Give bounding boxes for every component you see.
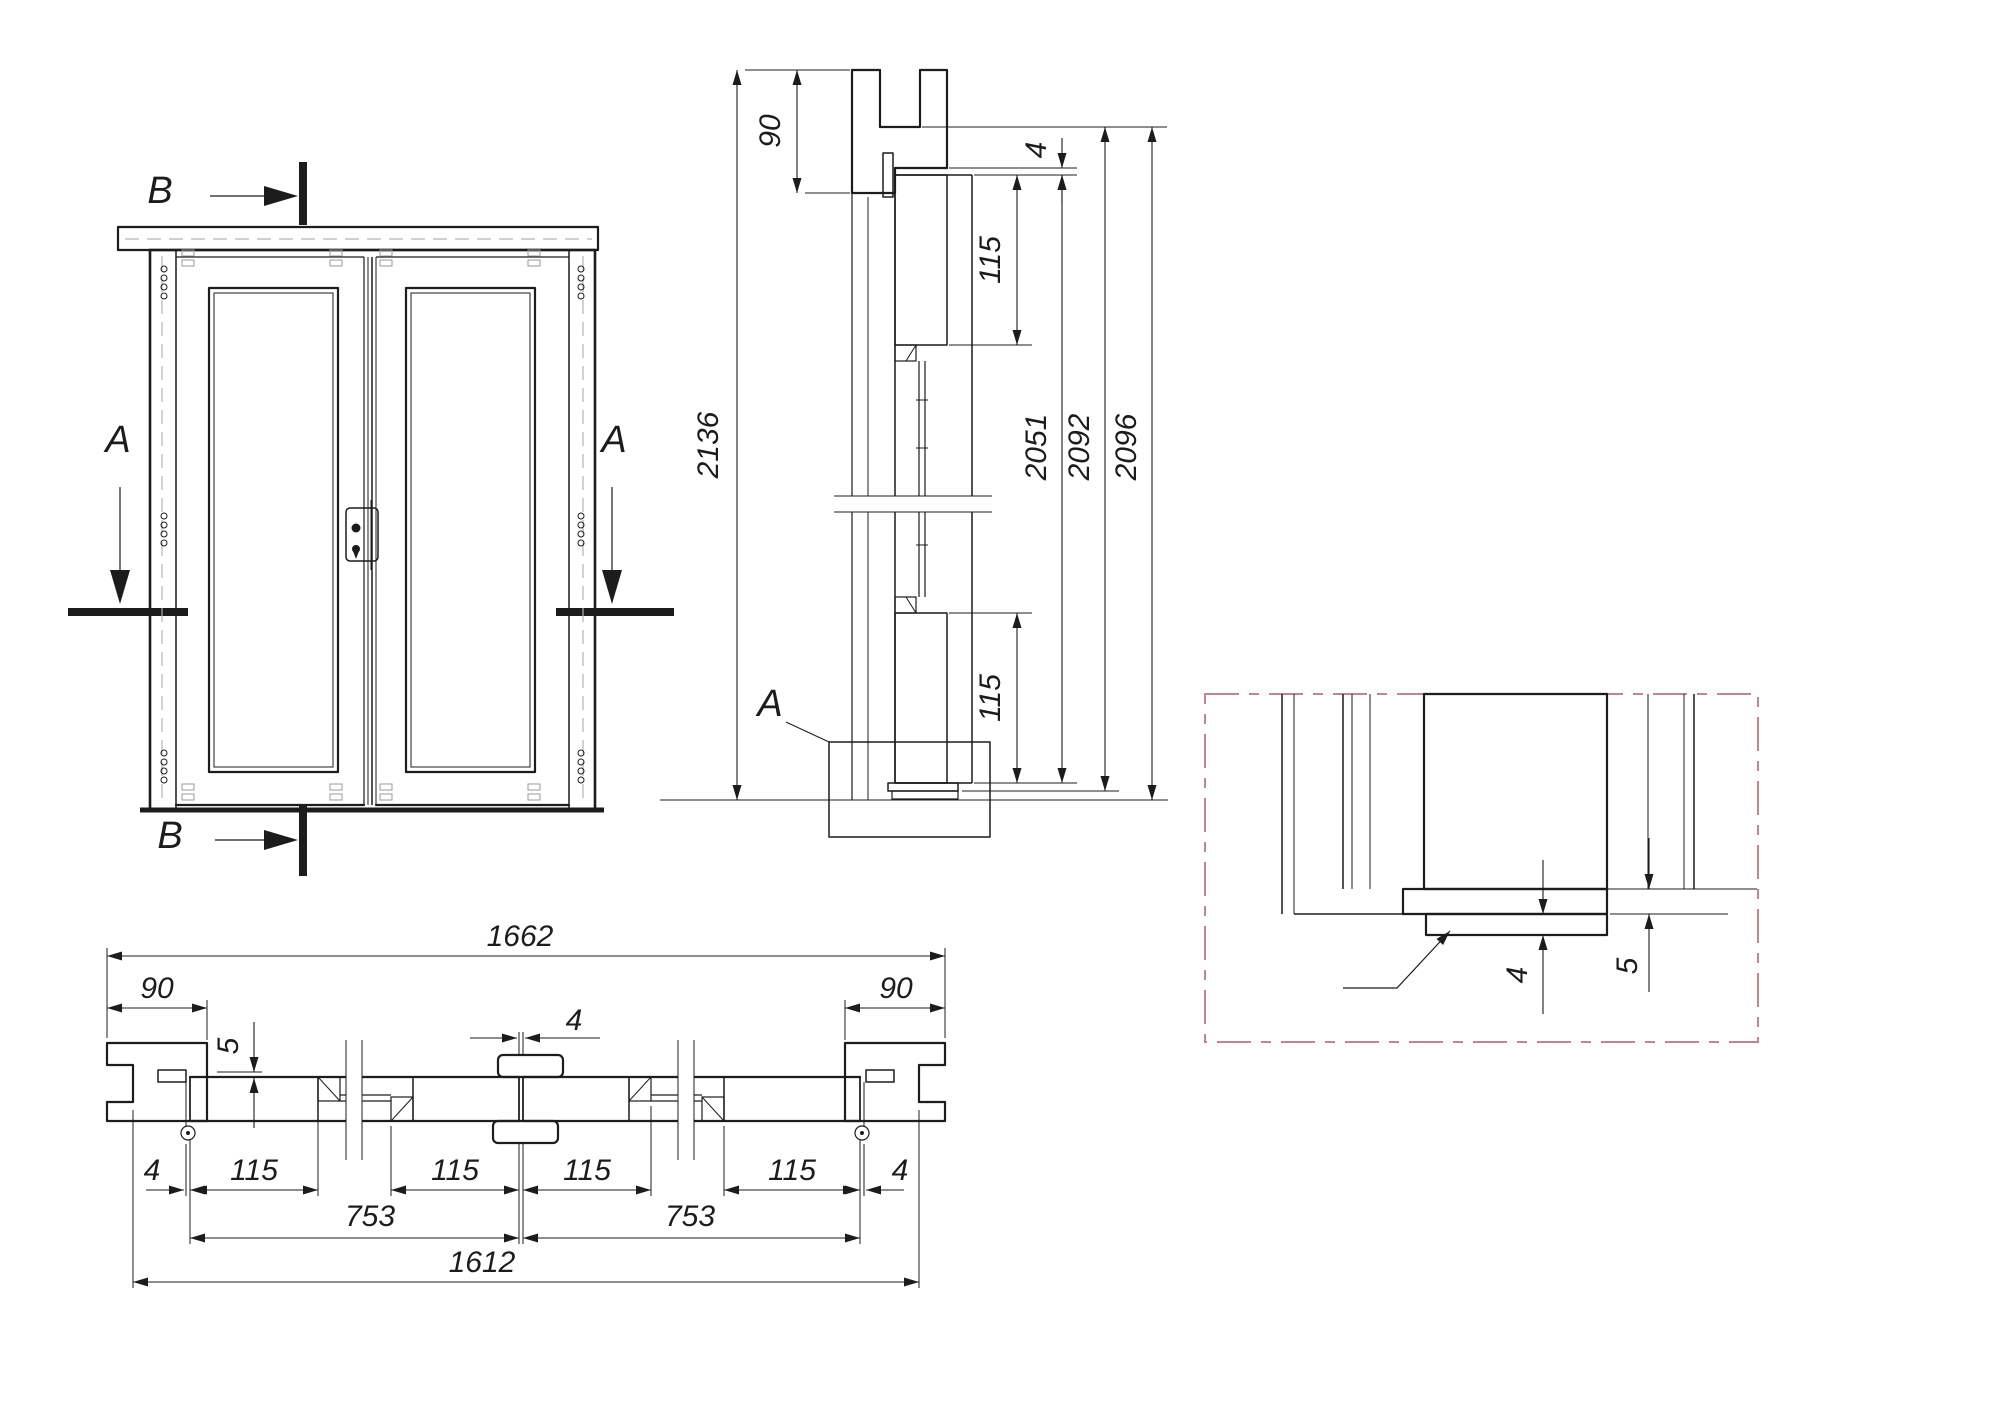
glazing-bead: [894, 344, 917, 362]
section-arrow-icon: [264, 186, 298, 206]
dim-right-hinge-stile: 115: [768, 1154, 816, 1187]
section-cut-bar: [299, 162, 307, 225]
handle-spindle-icon: [351, 523, 361, 533]
section-marker-a-left: A: [68, 419, 188, 616]
section-label-a-right: A: [599, 419, 626, 461]
dim-top-rail: 115: [974, 236, 1007, 284]
head-jamb-section: [850, 68, 949, 195]
dim-right-leaf: 753: [665, 1200, 715, 1233]
section-arrow-icon: [264, 830, 298, 850]
right-lock-stile: [522, 1076, 630, 1122]
dim-leaf-height: 2051: [1020, 414, 1053, 482]
glazing-bead: [894, 596, 917, 614]
hinge-icon: [160, 749, 168, 784]
right-door-leaf: [374, 256, 571, 807]
dim-top-gap: 4: [1020, 142, 1053, 159]
detail-view-a: 4 5: [1204, 692, 1759, 1043]
hinge-icon: [160, 512, 168, 547]
section-arrow-icon: [110, 570, 130, 604]
dim-meeting-gap: 4: [566, 1004, 583, 1037]
dim-head-depth: 90: [754, 114, 787, 148]
dim-right-gap: 4: [892, 1154, 909, 1187]
break-symbol: [834, 496, 992, 512]
dim-bottom-rail: 115: [974, 674, 1007, 722]
dim-seal-thickness: 4: [1501, 967, 1534, 984]
leaf-stile-detail: [1422, 692, 1609, 891]
section-arrow-icon: [602, 570, 622, 604]
right-jamb-section: [843, 1041, 947, 1123]
plan-dimensions: 1662 90 90 5 4: [106, 920, 946, 1288]
dim-rebate-lip: 5: [1611, 957, 1644, 974]
dim-total-height: 2136: [692, 411, 725, 479]
meeting-stiles: [363, 257, 377, 805]
detail-callout-box: [828, 741, 991, 838]
dim-rebate-height: 2092: [1063, 413, 1096, 481]
dim-left-leaf: 753: [345, 1200, 395, 1233]
detail-callout-label: A: [755, 683, 782, 725]
hinge-pin-right: [854, 1082, 870, 1141]
section-cut-bar: [299, 806, 307, 876]
section-view-aa: 1662 90 90 5 4: [105, 920, 947, 1288]
bottom-rail-section: [894, 612, 948, 784]
hinge-icon: [577, 265, 585, 300]
dim-left-jamb: 90: [140, 972, 174, 1005]
bottom-seal-detail: [1424, 912, 1609, 937]
left-door-leaf: [174, 256, 366, 807]
head-stop-strip: [882, 152, 894, 198]
dim-right-lock-stile: 115: [563, 1154, 611, 1187]
section-marker-b-bottom: B: [157, 806, 307, 876]
section-cut-bar: [556, 608, 674, 616]
right-hinge-stile: [723, 1076, 861, 1122]
dim-left-lock-stile: 115: [431, 1154, 479, 1187]
front-elevation-view: B B A A: [68, 162, 674, 876]
top-rail-section: [894, 174, 948, 346]
glazing-bead: [317, 1076, 341, 1102]
section-label-a-left: A: [103, 419, 130, 461]
right-leaf-plan: [521, 1075, 862, 1123]
seal-leader-arrow: [1343, 930, 1451, 989]
right-leaf-glazing-panel: [404, 286, 537, 774]
break-symbol: [346, 1040, 362, 1160]
glazing-bead: [628, 1076, 652, 1102]
dim-stop-overlap: 5: [212, 1037, 245, 1054]
dim-frame-height: 2096: [1110, 413, 1143, 481]
section-marker-b-top: B: [147, 162, 307, 225]
detail-boundary-border: [1204, 693, 1759, 1043]
dim-clear-opening: 1612: [449, 1246, 516, 1279]
bottom-rebate-lip: [887, 782, 959, 792]
rebate-lip-detail: [1401, 887, 1609, 916]
astragal-back: [491, 1119, 560, 1145]
left-leaf-glazing-panel: [207, 286, 340, 774]
bottom-seal: [891, 790, 959, 800]
break-symbol: [678, 1040, 694, 1160]
hinge-pin-left: [180, 1082, 196, 1141]
section-dimensions: 2136 90 4 115 115 2051 2092: [692, 69, 1167, 800]
hinge-icon: [577, 749, 585, 784]
hinge-icon: [160, 265, 168, 300]
section-cut-bar: [68, 608, 188, 616]
dim-right-jamb: 90: [879, 972, 913, 1005]
tenon-marks: [181, 249, 541, 801]
hinges: [160, 265, 585, 784]
dim-left-gap: 4: [144, 1154, 161, 1187]
section-view-bb: 2136 90 4 115 115 2051 2092: [660, 68, 1168, 838]
section-label-b-bottom: B: [157, 815, 182, 857]
door-lock: [345, 500, 379, 570]
dim-overall-width: 1662: [487, 920, 554, 953]
left-stop-strip: [157, 1069, 187, 1083]
section-marker-a-right: A: [556, 419, 674, 616]
right-stop-strip: [865, 1069, 895, 1083]
left-jamb-section: [105, 1041, 209, 1123]
detail-a-callout: A: [755, 683, 991, 838]
astragal-front: [496, 1053, 565, 1079]
dim-left-hinge-stile: 115: [230, 1154, 278, 1187]
leaf-section: [887, 174, 973, 800]
section-label-b-top: B: [147, 170, 172, 212]
hinge-icon: [577, 512, 585, 547]
left-lock-stile: [412, 1076, 520, 1122]
